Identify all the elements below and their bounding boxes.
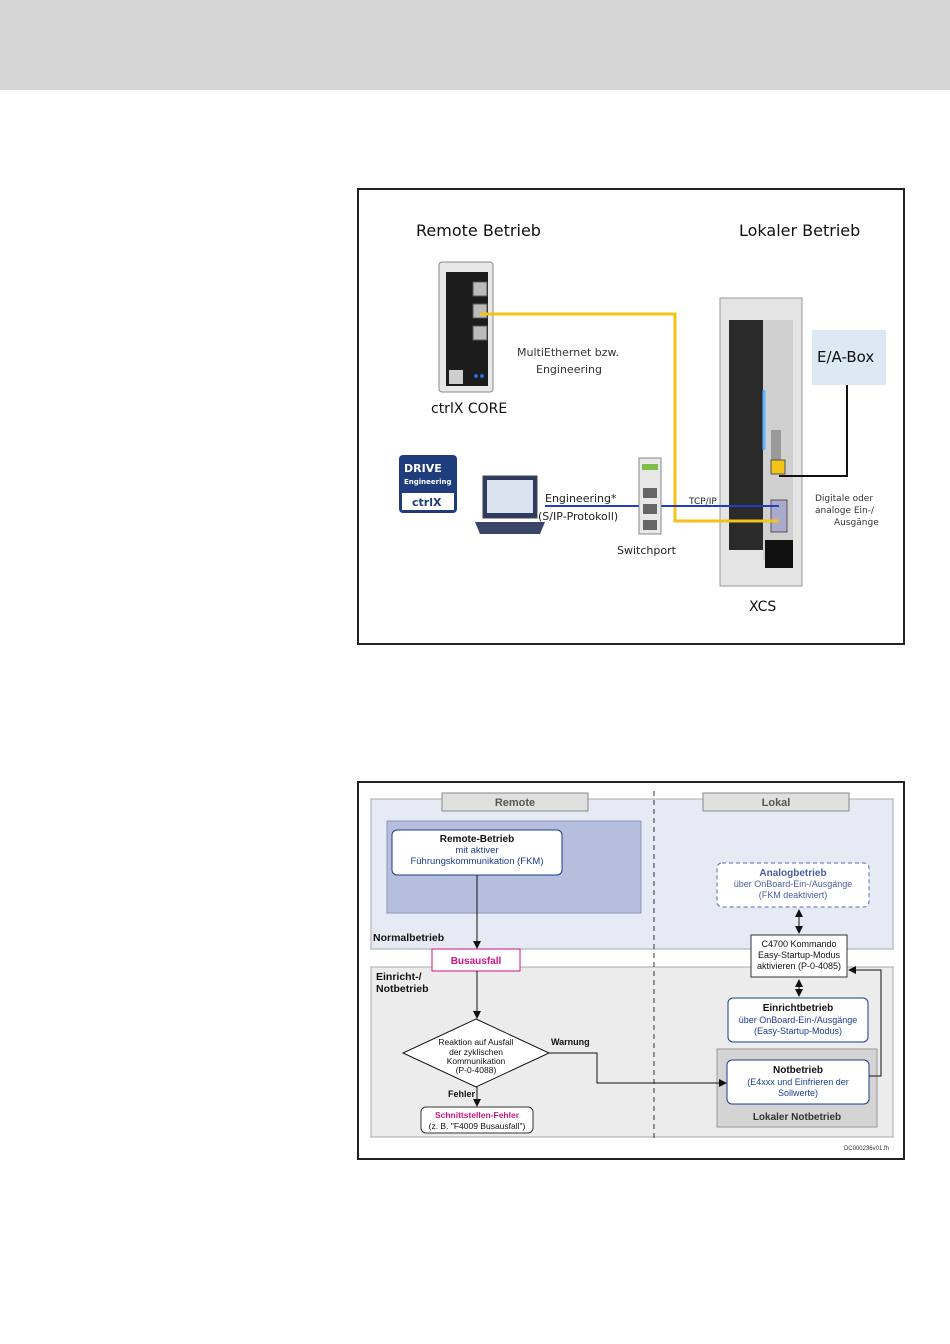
schnitt-line2: (z. B. "F4009 Busausfall") (429, 1121, 526, 1131)
remote-betrieb-line3: Führungskommunikation (FKM) (410, 856, 543, 867)
einrichtbetrieb-box (727, 997, 869, 1043)
switchport-label: Switchport (617, 544, 677, 557)
remote-betrieb-line2: mit aktiver (455, 845, 498, 856)
remote-title: Remote Betrieb (416, 221, 541, 240)
reaktion-diamond (401, 1018, 551, 1088)
einricht-label: Einricht-/ (376, 971, 422, 983)
remote-header: Remote (495, 797, 535, 809)
c4700-line2: Easy-Startup-Modus (758, 950, 841, 960)
einrichtbetrieb-line3: (Easy-Startup-Modus) (754, 1026, 842, 1036)
core-label: ctrlX CORE (431, 401, 507, 417)
file-id: DC000236v01.fh (844, 1146, 889, 1152)
badge-drive-text: DRIVE (404, 462, 442, 475)
analog-line2: über OnBoard-Ein-/Ausgänge (734, 879, 853, 889)
analogbetrieb-box (716, 862, 870, 908)
reaktion-line3: Kommunikation (447, 1056, 506, 1066)
c4700-line3: aktivieren (P-0-4085) (757, 961, 841, 971)
xcs-drive (719, 297, 803, 587)
remote-header-box (441, 792, 589, 812)
notbetrieb-line3: Sollwerte) (778, 1088, 818, 1098)
normalbetrieb-label: Normalbetrieb (373, 932, 444, 944)
busausfall-label: Busausfall (451, 956, 502, 967)
badge-engineering-text: Engineering (404, 478, 452, 486)
figure-architecture: Remote Betrieb Lokaler Betrieb ctrlX COR… (357, 188, 905, 645)
notbetrieb-line2: (E4xxx und Einfrieren der (747, 1077, 849, 1087)
multiethernet-label: MultiEthernet bzw. (517, 346, 619, 359)
ea-box-wire (779, 385, 848, 477)
reaktion-line2: der zyklischen (449, 1047, 503, 1057)
tcpip-label: TCP/IP (688, 497, 717, 507)
fehler-label: Fehler (448, 1089, 476, 1099)
drive-engineering-badge (399, 455, 457, 513)
badge-ctrlx-text: ctrlX (412, 496, 442, 509)
einrichtbetrieb-title: Einrichtbetrieb (763, 1003, 834, 1014)
figure-flowchart: Remote Lokal Remote-Betrieb mit aktiver … (357, 781, 905, 1160)
ea-box (812, 330, 886, 385)
notbetrieb-box (726, 1059, 870, 1105)
multiethernet-cable (480, 312, 779, 523)
switch-device (638, 457, 662, 535)
lokaler-notbetrieb-label: Lokaler Notbetrieb (753, 1112, 841, 1123)
schnitt-title: Schnittstellen-Fehler (435, 1110, 520, 1120)
einrichtbetrieb-line2: über OnBoard-Ein-/Ausgänge (739, 1015, 858, 1025)
warnung-label: Warnung (551, 1037, 590, 1047)
architecture-diagram: Remote Betrieb Lokaler Betrieb ctrlX COR… (399, 221, 886, 615)
schnittstellen-fehler-box (420, 1106, 534, 1134)
busausfall-box (431, 948, 521, 972)
laptop-icon (475, 475, 545, 534)
multiethernet-label-2: Engineering (536, 363, 602, 376)
engineering-protocol-label: (S/IP-Protokoll) (538, 510, 618, 523)
ea-box-label: E/A-Box (817, 348, 874, 366)
page-header-band (0, 0, 950, 90)
digital-io-label-3: Ausgänge (834, 518, 879, 528)
xcs-label: XCS (749, 599, 776, 615)
einricht-label-2: Notbetrieb (376, 983, 429, 995)
c4700-line1: C4700 Kommando (761, 939, 836, 949)
lokal-header-box (702, 792, 850, 812)
digital-io-label: Digitale oder (815, 494, 873, 504)
reaktion-line1: Reaktion auf Ausfall (438, 1037, 513, 1047)
reaktion-line4: (P-0-4088) (456, 1065, 497, 1075)
arrow-warnung-to-notbetrieb (549, 1052, 727, 1087)
ctrlx-core-device (438, 261, 494, 393)
local-title: Lokaler Betrieb (739, 221, 860, 240)
lokal-header: Lokal (762, 797, 791, 809)
analog-line3: (FKM deaktiviert) (759, 890, 828, 900)
arrow-notbetrieb-to-c4700 (848, 966, 882, 1077)
engineering-label: Engineering* (545, 492, 617, 505)
notbetrieb-title: Notbetrieb (773, 1065, 823, 1076)
digital-io-label-2: analoge Ein-/ (815, 506, 875, 516)
c4700-box (750, 934, 848, 978)
remote-betrieb-title: Remote-Betrieb (440, 834, 514, 845)
analog-title: Analogbetrieb (759, 868, 826, 879)
flowchart-diagram: Remote Lokal Remote-Betrieb mit aktiver … (370, 791, 894, 1152)
